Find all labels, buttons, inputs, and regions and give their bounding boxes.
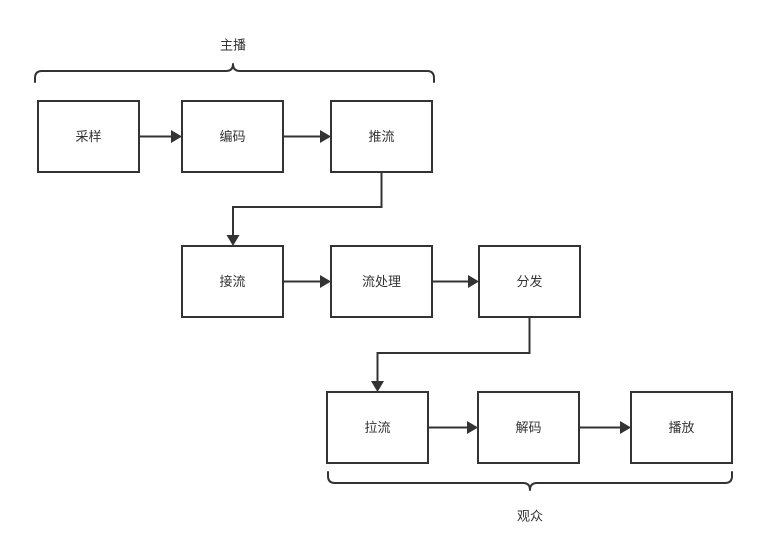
node-label-bianma: 编码 (219, 129, 245, 144)
node-jiema[interactable]: 解码 (477, 391, 580, 464)
node-label-jieliu: 接流 (219, 274, 245, 289)
node-box-caiyang[interactable] (37, 100, 140, 173)
edge-bianma-to-tuiliu (283, 130, 331, 143)
edge-jiema-to-bofang (579, 421, 631, 434)
brace-curly-bottom (327, 471, 733, 491)
node-liuchuli[interactable]: 流处理 (330, 245, 433, 318)
node-box-laliu[interactable] (326, 391, 429, 464)
arrow-head-e2 (320, 130, 331, 143)
arrow-head-e5 (468, 275, 479, 288)
node-jieliu[interactable]: 接流 (181, 245, 284, 318)
node-label-caiyang: 采样 (75, 129, 101, 144)
edge-caiyang-to-bianma (139, 130, 182, 143)
node-label-fenfa: 分发 (516, 274, 542, 289)
node-laliu[interactable]: 拉流 (326, 391, 429, 464)
group-brace-guanzhong (327, 471, 733, 491)
group-label-guanzhong: 观众 (517, 508, 543, 523)
group-brace-zhubo (34, 63, 435, 83)
edge-jieliu-to-liuchuli (283, 275, 331, 288)
node-label-laliu: 拉流 (364, 420, 390, 435)
edge-fenfa-to-laliu (371, 317, 531, 392)
edge-line-e3 (232, 172, 383, 235)
node-label-liuchuli: 流处理 (362, 274, 401, 289)
node-tuiliu[interactable]: 推流 (330, 100, 433, 173)
node-label-bofang: 播放 (668, 420, 694, 435)
arrow-head-e1 (171, 130, 182, 143)
edge-liuchuli-to-fenfa (432, 275, 479, 288)
edge-line-e6 (376, 317, 531, 381)
arrow-head-e3 (226, 235, 240, 246)
node-label-tuiliu: 推流 (368, 129, 394, 144)
node-box-liuchuli[interactable] (330, 245, 433, 318)
node-bofang[interactable]: 播放 (630, 391, 733, 464)
arrow-head-e6 (371, 381, 384, 392)
arrow-head-e4 (320, 275, 331, 288)
arrow-head-e8 (620, 421, 631, 434)
node-caiyang[interactable]: 采样 (37, 100, 140, 173)
group-label-zhubo: 主播 (220, 37, 246, 52)
node-label-jiema: 解码 (515, 420, 541, 435)
node-box-bianma[interactable] (181, 100, 284, 173)
node-fenfa[interactable]: 分发 (478, 245, 581, 318)
brace-curly-top (34, 63, 435, 83)
arrow-head-e7 (467, 421, 478, 434)
node-bianma[interactable]: 编码 (181, 100, 284, 173)
edge-tuiliu-to-jieliu (226, 172, 383, 246)
edge-laliu-to-jiema (428, 421, 478, 434)
